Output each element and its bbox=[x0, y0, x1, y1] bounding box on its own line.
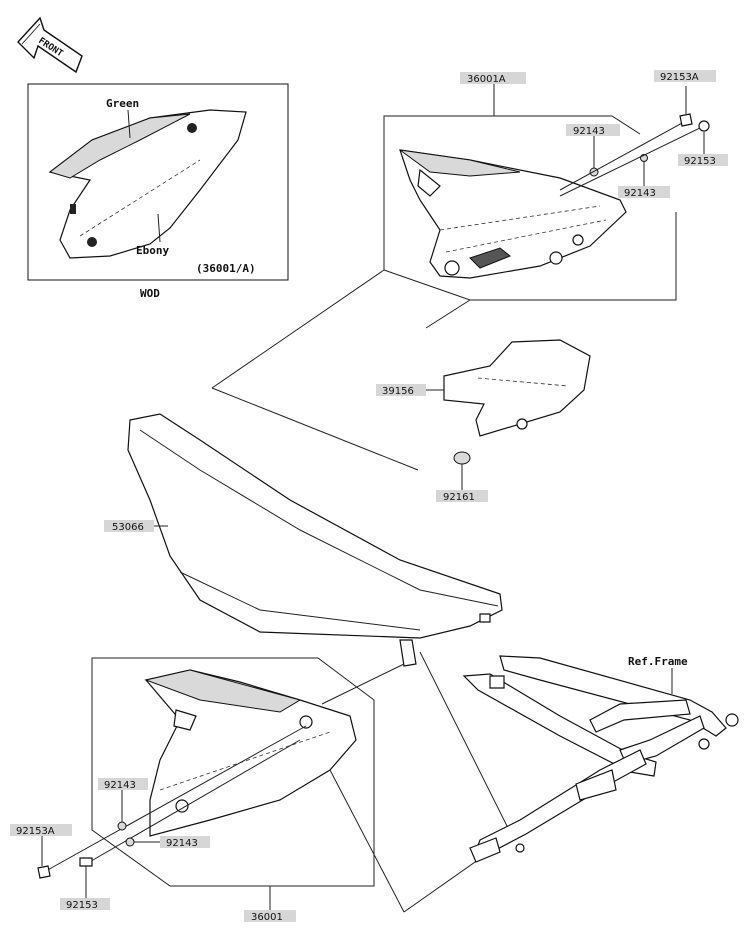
lower-cover-group bbox=[37, 657, 375, 910]
upper-cover-group bbox=[383, 80, 710, 301]
label-39156: 39156 bbox=[382, 386, 414, 397]
inset-color-green: Green bbox=[106, 97, 139, 110]
label-92153A-bot: 92153A bbox=[16, 826, 55, 837]
seat-53066 bbox=[127, 413, 503, 667]
label-36001A: 36001A bbox=[467, 74, 506, 85]
inset-part-ref: (36001/A) bbox=[196, 262, 256, 275]
label-92143-top2: 92143 bbox=[624, 188, 656, 199]
rear-frame bbox=[462, 655, 739, 863]
collar-92161 bbox=[453, 451, 471, 490]
label-36001: 36001 bbox=[251, 912, 283, 923]
pad-39156 bbox=[426, 339, 591, 437]
label-92153-bot: 92153 bbox=[66, 900, 98, 911]
inset-color-ebony: Ebony bbox=[136, 244, 169, 257]
front-arrow-icon: FRONT bbox=[17, 16, 83, 74]
label-92143-bot2: 92143 bbox=[166, 838, 198, 849]
label-53066: 53066 bbox=[112, 522, 144, 533]
inset-box: Green Ebony (36001/A) bbox=[27, 83, 289, 281]
label-92143-bot1: 92143 bbox=[104, 780, 136, 791]
label-92161: 92161 bbox=[443, 492, 475, 503]
inset-caption: WOD bbox=[140, 287, 160, 300]
label-92153-top: 92153 bbox=[684, 156, 716, 167]
label-92143-top1: 92143 bbox=[573, 126, 605, 137]
label-ref-frame: Ref.Frame bbox=[628, 655, 688, 668]
label-92153A-top: 92153A bbox=[660, 72, 699, 83]
